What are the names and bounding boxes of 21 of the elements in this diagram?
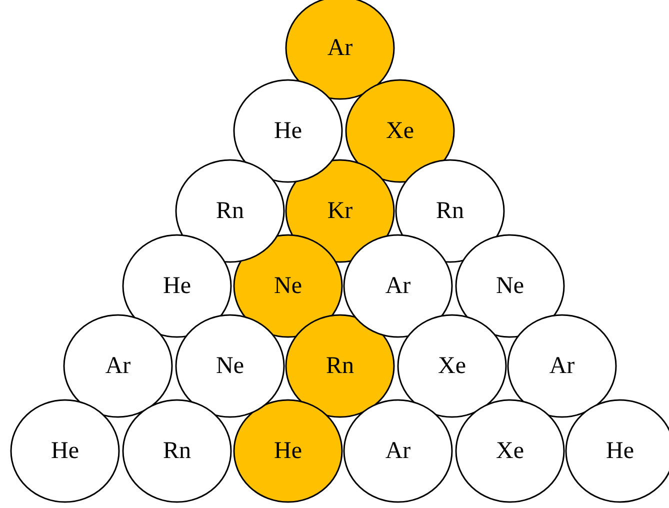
- element-symbol: Ne: [216, 352, 244, 380]
- element-symbol: He: [51, 438, 79, 464]
- element-symbol: Rn: [162, 438, 191, 464]
- element-symbol: Xe: [496, 438, 524, 464]
- element-symbol: Ne: [496, 272, 524, 300]
- element-symbol: Ar: [549, 352, 575, 380]
- element-symbol: Ar: [105, 352, 131, 380]
- element-symbol: Ar: [385, 272, 411, 300]
- element-symbol: He: [274, 438, 302, 464]
- element-symbol: Ne: [274, 272, 302, 300]
- element-symbol: Rn: [436, 198, 464, 224]
- element-symbol: Ar: [385, 438, 411, 464]
- element-symbol: Rn: [216, 198, 244, 224]
- element-symbol: He: [163, 272, 191, 300]
- element-symbol: Xe: [386, 118, 414, 144]
- element-symbol: Ar: [327, 34, 353, 62]
- element-symbol: Kr: [327, 198, 353, 224]
- element-symbol: Rn: [326, 352, 354, 380]
- element-symbol: He: [606, 438, 634, 464]
- element-symbol: Xe: [438, 352, 466, 380]
- element-symbol: He: [274, 118, 302, 144]
